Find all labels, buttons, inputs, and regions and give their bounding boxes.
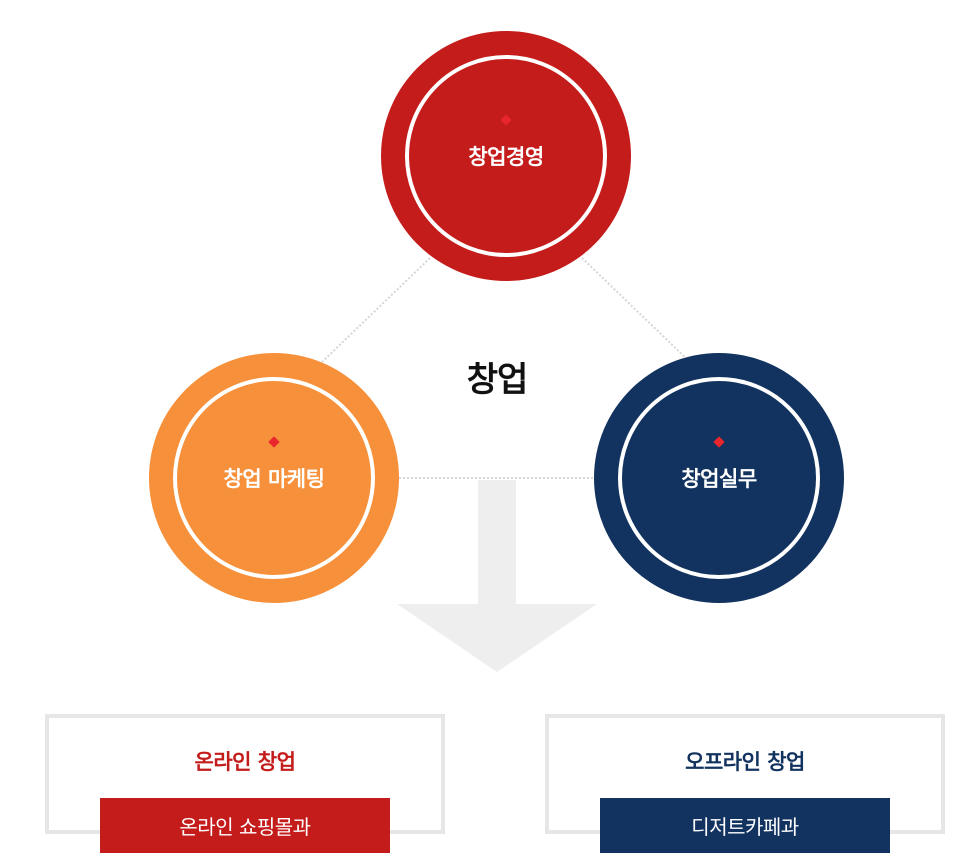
circle-ring	[618, 377, 820, 579]
course-bar-offline[interactable]: 디저트카페과	[600, 798, 890, 853]
circle-ring	[405, 55, 607, 257]
connector-top-right	[581, 257, 691, 363]
circle-label-startup-marketing: 창업 마케팅	[223, 467, 325, 491]
circle-ring	[173, 377, 375, 579]
circle-label-startup-management: 창업경영	[468, 145, 544, 169]
circle-startup-marketing: 창업 마케팅	[149, 353, 399, 603]
connector-top-left	[321, 257, 431, 363]
circle-label-startup-practice: 창업실무	[681, 467, 757, 491]
circle-startup-practice: 창업실무	[594, 353, 844, 603]
course-bar-online[interactable]: 온라인 쇼핑몰과	[100, 798, 390, 853]
outcome-title-online: 온라인 창업	[194, 750, 296, 774]
outcome-title-offline: 오프라인 창업	[685, 750, 805, 774]
circle-startup-management: 창업경영	[381, 31, 631, 281]
down-arrow-icon	[397, 480, 597, 672]
center-title: 창업	[466, 360, 529, 400]
